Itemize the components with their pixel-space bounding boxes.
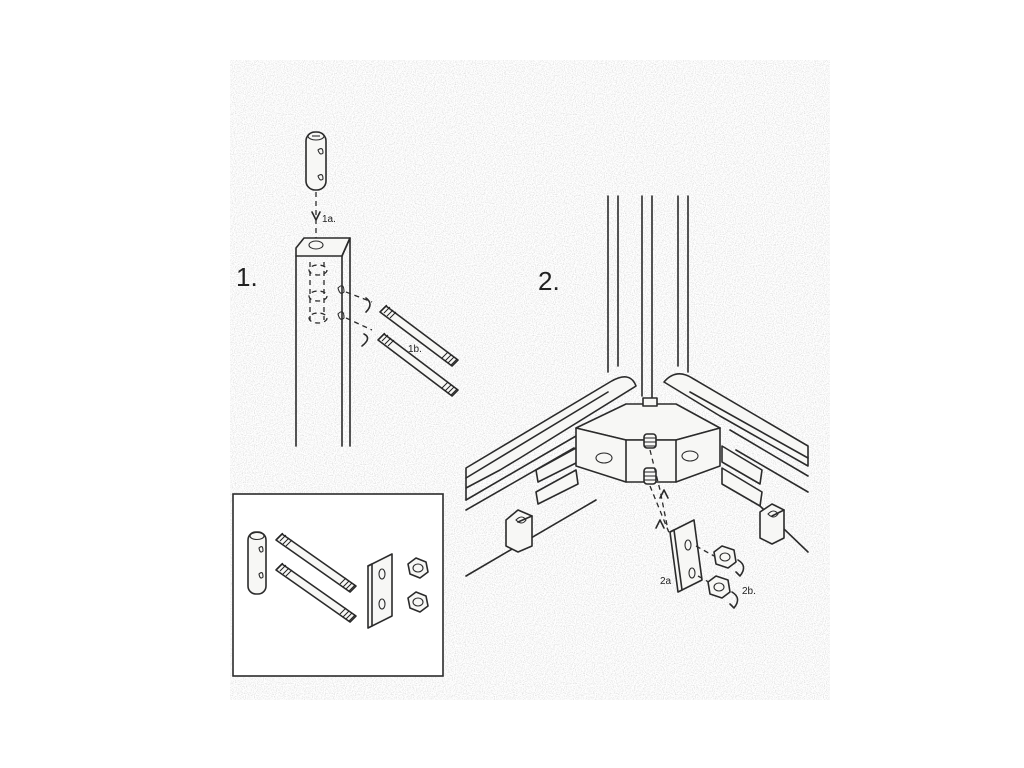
threaded-rod-icon [275, 532, 357, 593]
bracket-plate [669, 519, 703, 593]
square-post [295, 237, 351, 447]
hex-nut-icon [407, 557, 429, 579]
upright-post [607, 195, 689, 401]
dowel-pin-icon [247, 531, 267, 595]
threaded-rod-upper [379, 304, 459, 367]
callout-2b: 2b. [742, 586, 756, 597]
hex-nut-icon [407, 591, 429, 613]
right-foot [759, 503, 785, 545]
hex-nut-upper [713, 545, 737, 569]
arrow-1b-lower [345, 317, 373, 331]
arrow-2b-upper [695, 545, 715, 557]
rail-slot [721, 445, 763, 485]
right-rail [663, 373, 809, 553]
step-1-label: 1. [236, 262, 258, 292]
callout-1b: 1b. [408, 344, 422, 355]
corner-connector-block [575, 397, 721, 483]
bolt-lower [643, 467, 657, 485]
left-foot [505, 509, 533, 553]
bracket-plate-icon [367, 553, 393, 629]
callout-1a: 1a. [322, 214, 336, 225]
step-1-figure: 1. 1a. [236, 131, 459, 447]
rail-slot [535, 469, 579, 505]
callout-2a: 2a [660, 576, 672, 587]
dowel-pin [305, 131, 327, 191]
step-2-figure: 2. [465, 195, 809, 609]
arrow-1b-upper [345, 291, 373, 303]
threaded-rod-icon [275, 562, 357, 623]
bolt-upper [643, 433, 657, 449]
step-2-label: 2. [538, 266, 560, 296]
threaded-rod-lower [377, 332, 459, 397]
hex-nut-lower [707, 575, 731, 599]
rail-slot [721, 467, 763, 507]
parts-box [232, 493, 444, 677]
arrow-2a-lower [649, 449, 669, 531]
